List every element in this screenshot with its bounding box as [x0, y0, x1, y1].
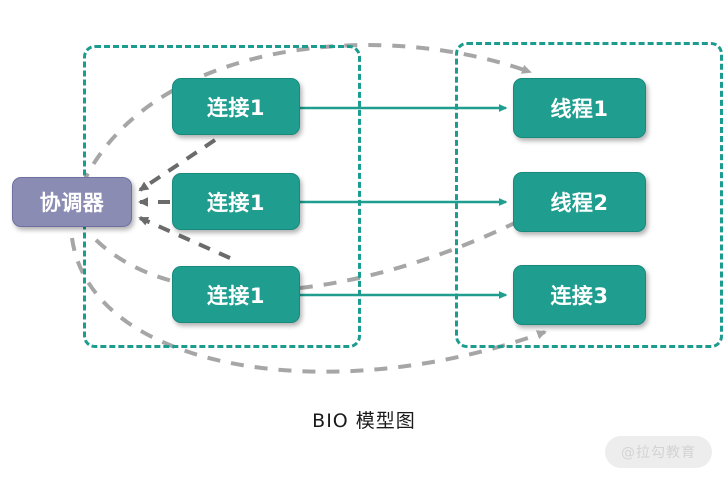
diagram-caption: BIO 模型图 [312, 410, 416, 432]
node-connection-2[interactable]: 连接1 [172, 173, 300, 230]
watermark-badge: @拉勾教育 [605, 436, 712, 468]
node-thread-2[interactable]: 线程2 [513, 172, 646, 232]
node-connection-3-label: 连接1 [206, 283, 266, 308]
node-thread-3[interactable]: 连接3 [513, 265, 646, 325]
node-connection-3[interactable]: 连接1 [172, 266, 300, 323]
node-coordinator-label: 协调器 [39, 191, 105, 215]
node-thread-1-label: 线程1 [550, 97, 609, 121]
node-thread-3-label: 连接3 [550, 284, 609, 308]
node-connection-1[interactable]: 连接1 [172, 78, 300, 135]
node-thread-1[interactable]: 线程1 [513, 78, 646, 138]
node-connection-1-label: 连接1 [206, 95, 266, 120]
node-coordinator[interactable]: 协调器 [12, 177, 132, 227]
right-group-container [455, 42, 723, 348]
node-thread-2-label: 线程2 [550, 191, 609, 215]
node-connection-2-label: 连接1 [206, 190, 266, 215]
